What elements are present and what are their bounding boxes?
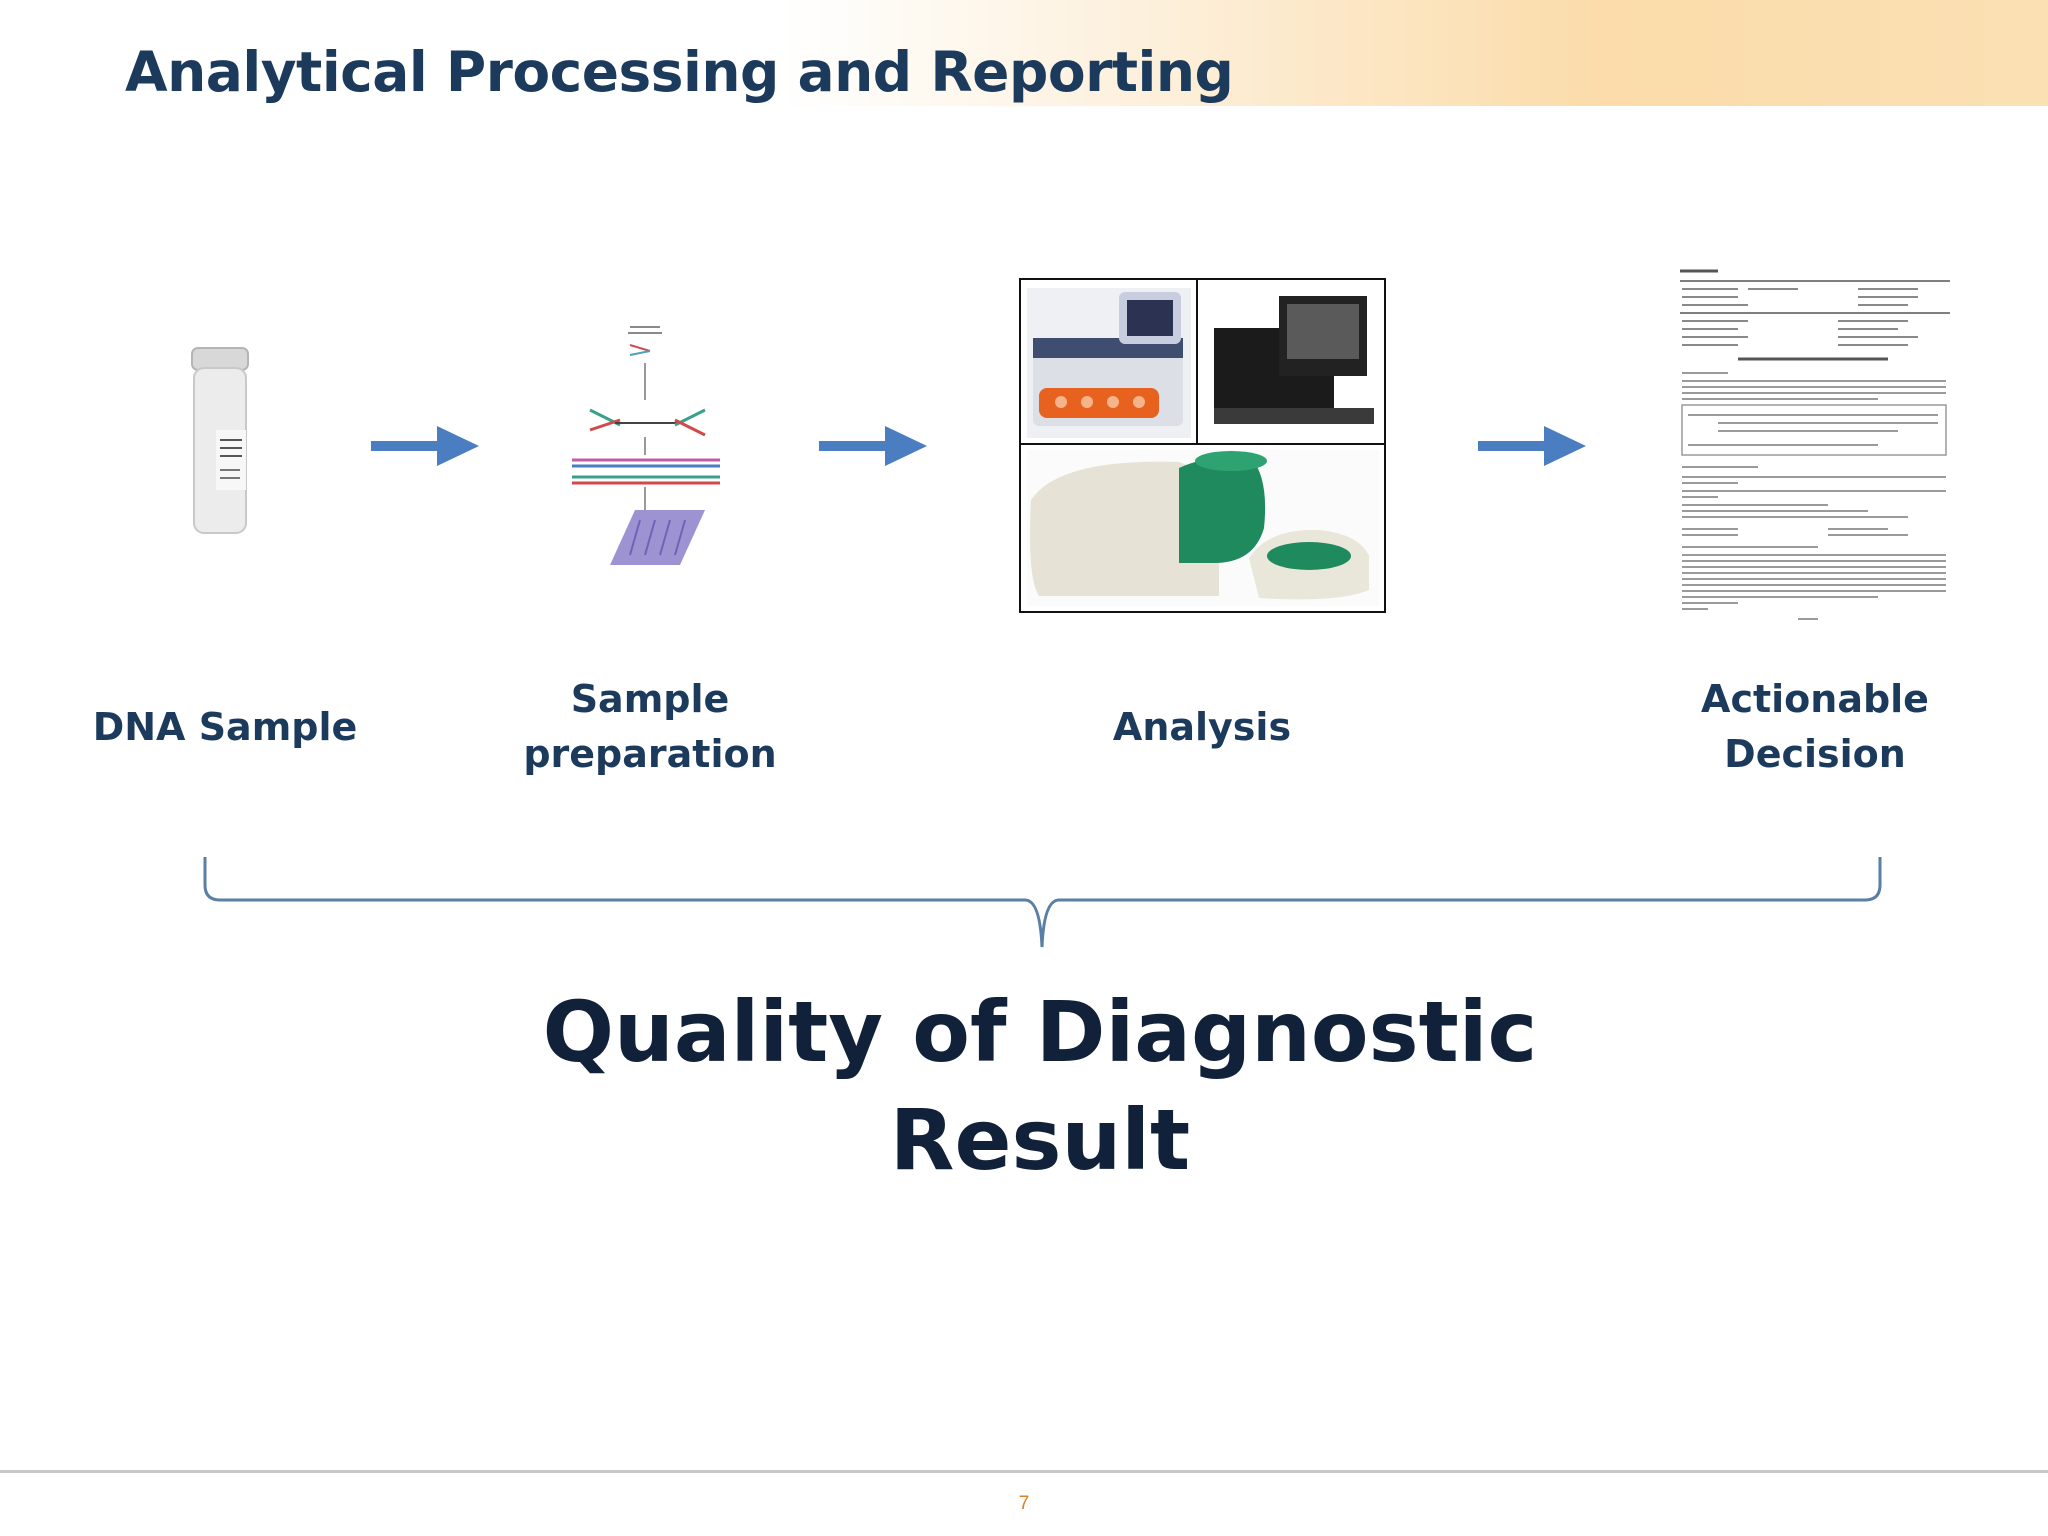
stage-label-dna-sample: DNA Sample <box>92 705 358 749</box>
dna-sample-tube-image <box>191 347 249 534</box>
stage-label-line: Decision <box>1724 732 1906 776</box>
footer-divider <box>0 1470 2048 1473</box>
flow-arrow-1 <box>371 426 479 466</box>
stage-label-line: Sample <box>570 677 730 721</box>
summary-line-1: Quality of Diagnostic <box>542 983 1538 1081</box>
stage-label-analysis: Analysis <box>1112 705 1292 749</box>
stage-label-actionable-decision: Actionable Decision <box>1665 672 1965 782</box>
summary-heading: Quality of Diagnostic Result <box>450 978 1630 1194</box>
page-number: 7 <box>1018 1493 1030 1514</box>
stage-label-line: preparation <box>523 732 777 776</box>
summary-line-2: Result <box>889 1091 1191 1189</box>
slide-title: Analytical Processing and Reporting <box>125 40 1234 104</box>
stage-label-sample-preparation: Sample preparation <box>500 672 800 782</box>
diagnostic-report-image <box>1678 265 1953 625</box>
flow-arrow-2 <box>819 426 927 466</box>
stage-label-line: Actionable <box>1701 677 1929 721</box>
analysis-instruments-image <box>1019 278 1386 613</box>
sample-preparation-image <box>572 326 720 565</box>
header-band <box>0 0 2048 106</box>
flow-arrow-3 <box>1478 426 1586 466</box>
grouping-brace <box>203 857 1882 948</box>
